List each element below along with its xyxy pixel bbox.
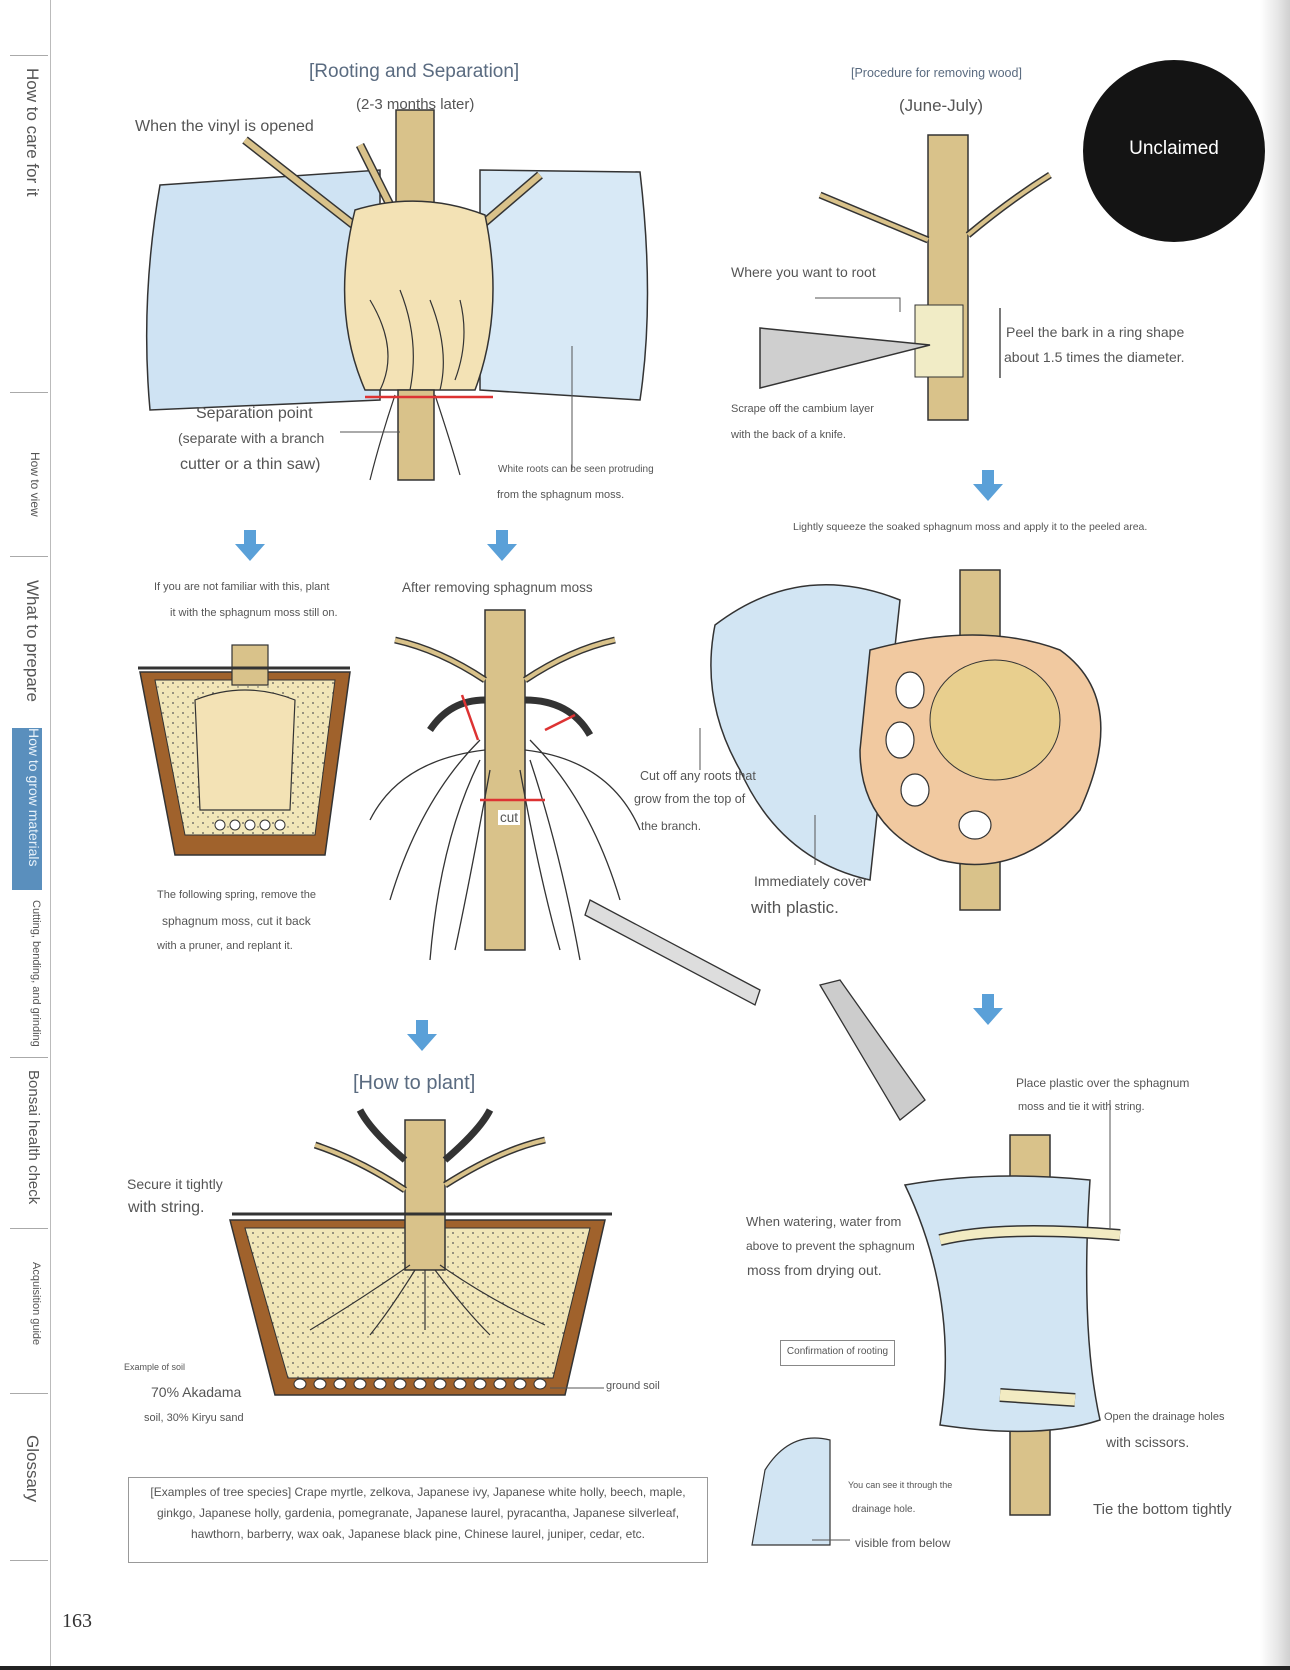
watering-note: above to prevent the sphagnum bbox=[746, 1239, 915, 1253]
procedure-title: [Procedure for removing wood] bbox=[851, 66, 1022, 80]
spring-note: The following spring, remove the bbox=[157, 889, 316, 901]
how-to-plant-title: [How to plant] bbox=[353, 1072, 475, 1095]
cut-off-note: the branch. bbox=[641, 819, 701, 833]
vinyl-opened-label: When the vinyl is opened bbox=[135, 118, 314, 136]
watering-note: moss from drying out. bbox=[747, 1262, 882, 1278]
secure-note: with string. bbox=[128, 1199, 204, 1217]
spring-note: sphagnum moss, cut it back bbox=[162, 914, 311, 928]
soil-mix-label: soil, 30% Kiryu sand bbox=[144, 1412, 244, 1424]
ground-soil-label: ground soil bbox=[606, 1380, 660, 1392]
place-plastic-note: moss and tie it with string. bbox=[1018, 1101, 1145, 1113]
down-arrow-icon bbox=[232, 528, 268, 564]
peel-note: Peel the bark in a ring shape bbox=[1006, 324, 1184, 340]
watering-note: When watering, water from bbox=[746, 1214, 901, 1229]
peel-note: about 1.5 times the diameter. bbox=[1004, 349, 1185, 365]
roots-illustration bbox=[370, 610, 760, 1005]
procedure-subtitle: (June-July) bbox=[899, 96, 983, 116]
scrape-note: with the back of a knife. bbox=[731, 429, 846, 441]
separation-point-label: Separation point bbox=[196, 405, 313, 423]
white-roots-note: White roots can be seen protruding bbox=[498, 464, 654, 475]
secure-note: Secure it tightly bbox=[127, 1176, 223, 1192]
visible-below-note: visible from below bbox=[855, 1536, 950, 1550]
tree-species-box: [Examples of tree species] Crape myrtle,… bbox=[128, 1477, 708, 1563]
scrape-note: Scrape off the cambium layer bbox=[731, 403, 874, 415]
place-plastic-note: Place plastic over the sphagnum bbox=[1016, 1076, 1189, 1090]
not-familiar-note: it with the sphagnum moss still on. bbox=[170, 607, 338, 619]
hand-squeeze-illustration bbox=[711, 570, 1101, 910]
confirmation-box: Confirmation of rooting bbox=[780, 1340, 895, 1366]
drainage-note: Open the drainage holes bbox=[1104, 1411, 1224, 1423]
see-through-note: drainage hole. bbox=[852, 1504, 915, 1515]
see-through-note: You can see it through the bbox=[848, 1480, 952, 1490]
separation-desc: (separate with a branch bbox=[178, 430, 324, 446]
down-arrow-icon bbox=[970, 992, 1006, 1028]
cover-note: with plastic. bbox=[751, 898, 839, 918]
drainage-note: with scissors. bbox=[1106, 1434, 1189, 1450]
cover-note: Immediately cover bbox=[754, 873, 868, 889]
rooting-subtitle: (2-3 months later) bbox=[356, 96, 474, 113]
white-roots-note: from the sphagnum moss. bbox=[497, 489, 624, 501]
spring-note: with a pruner, and replant it. bbox=[157, 940, 293, 952]
separation-desc: cutter or a thin saw) bbox=[180, 456, 321, 474]
cut-label: cut bbox=[498, 810, 520, 825]
down-arrow-icon bbox=[404, 1018, 440, 1054]
cut-off-note: grow from the top of bbox=[634, 792, 745, 806]
down-arrow-icon bbox=[484, 528, 520, 564]
squeeze-note: Lightly squeeze the soaked sphagnum moss… bbox=[793, 521, 1147, 533]
planting-illustration bbox=[230, 1110, 612, 1395]
cut-off-note: Cut off any roots that bbox=[640, 769, 756, 783]
tie-bottom-note: Tie the bottom tightly bbox=[1093, 1501, 1232, 1518]
not-familiar-note: If you are not familiar with this, plant bbox=[154, 581, 329, 593]
where-root-label: Where you want to root bbox=[731, 264, 876, 280]
pot-with-moss-illustration bbox=[138, 645, 350, 855]
down-arrow-icon bbox=[970, 468, 1006, 504]
rooting-title: [Rooting and Separation] bbox=[309, 61, 519, 83]
soil-example-label: Example of soil bbox=[124, 1362, 185, 1372]
soil-mix-label: 70% Akadama bbox=[151, 1384, 241, 1400]
after-removing-label: After removing sphagnum moss bbox=[402, 580, 593, 595]
